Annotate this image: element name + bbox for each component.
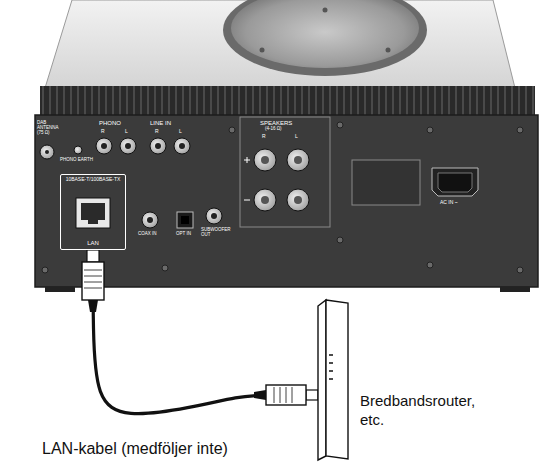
router-label: Bredbandsrouter, etc. — [360, 392, 500, 430]
disk-dot — [260, 48, 265, 53]
screw — [42, 267, 48, 273]
rca-jack — [179, 143, 185, 149]
rca-jack — [96, 138, 222, 228]
lan-jack — [88, 220, 98, 224]
speaker-terminals — [294, 156, 302, 164]
panel-label: (4-16 Ω) — [265, 127, 282, 132]
panel-foot — [45, 287, 75, 292]
lan-plug — [254, 385, 318, 405]
lan-plug — [306, 390, 318, 400]
screw — [337, 122, 343, 128]
antenna-jack — [45, 150, 49, 154]
panel-label: R — [155, 129, 159, 135]
top-disk — [231, 0, 419, 68]
top-disk — [223, 0, 427, 76]
panel-label: SUBWOOFER OUT — [201, 228, 229, 238]
router-outline — [318, 300, 348, 460]
lan-plug — [87, 250, 99, 262]
lan-cable — [93, 250, 318, 414]
lan-plug — [82, 262, 104, 300]
earth-terminal — [74, 146, 82, 154]
disk-dot — [323, 8, 328, 13]
speaker-terminals — [287, 189, 309, 211]
lan-jack — [76, 198, 110, 228]
speaker-terminals — [254, 149, 276, 171]
lan-plug — [84, 270, 102, 288]
panel-label: AC IN ~ — [440, 200, 458, 206]
rca-jack — [96, 138, 112, 154]
speaker-terminals — [244, 157, 250, 200]
router-outline — [326, 300, 348, 459]
screw — [162, 265, 168, 271]
optical-jack — [181, 216, 189, 224]
rca-jack — [155, 143, 161, 149]
speaker-terminals — [287, 149, 309, 171]
ac-inlet — [432, 168, 478, 196]
panel-label: DAB ANTENNA (75 Ω) — [37, 121, 61, 136]
rca-jack — [142, 212, 158, 228]
antenna-jack — [40, 145, 54, 159]
lan-plug — [82, 250, 104, 312]
rca-jack — [211, 213, 217, 219]
lan-jack — [76, 198, 110, 228]
router: Bredbandsrouter, etc. — [318, 300, 348, 460]
rca-jack — [125, 143, 131, 149]
panel-label: R — [262, 134, 266, 140]
panel-label: OPT IN — [176, 232, 191, 237]
panel-label: L — [295, 134, 298, 140]
heat-sink — [40, 86, 535, 118]
screw — [337, 237, 343, 243]
cable-label: LAN-kabel (medföljer inte) — [40, 440, 230, 458]
antenna-jack — [40, 145, 54, 159]
screw — [517, 267, 523, 273]
optical-jack — [177, 212, 193, 228]
earth-terminal — [74, 146, 82, 154]
speaker-terminals — [254, 189, 276, 211]
screw — [427, 127, 433, 133]
router-outline — [329, 355, 333, 379]
panel-label: PHONO EARTH — [60, 158, 93, 163]
screw — [229, 127, 235, 133]
rca-jack — [101, 143, 107, 149]
port-name: LAN — [61, 240, 125, 247]
screw — [42, 122, 523, 273]
ac-inlet — [432, 168, 478, 196]
optical-jack — [177, 212, 193, 228]
speaker-terminals — [294, 196, 302, 204]
panel-label: L — [179, 129, 182, 135]
ac-inlet — [438, 173, 472, 192]
lan-plug — [274, 387, 292, 403]
disk-dot — [386, 48, 391, 53]
rca-jack — [147, 217, 153, 223]
screw — [517, 127, 523, 133]
rca-jack — [120, 138, 136, 154]
panel-label: COAX IN — [138, 232, 157, 237]
lan-plug — [88, 300, 98, 312]
port-spec: 10BASE-T/100BASE-TX — [61, 177, 125, 183]
screw — [427, 262, 433, 268]
panel-label: R — [101, 129, 105, 135]
rca-jack — [150, 138, 166, 154]
panel-label: PHONO — [99, 120, 121, 127]
speaker-terminals — [240, 117, 330, 227]
speaker-terminals — [240, 117, 330, 227]
speaker-terminals — [261, 156, 269, 164]
panel-label: L — [125, 129, 128, 135]
rca-jack — [174, 138, 190, 154]
panel-label: LINE IN — [150, 120, 171, 127]
speaker-terminals — [261, 196, 269, 204]
router-outline — [318, 300, 326, 460]
lan-jack — [81, 203, 105, 220]
lan-plug — [254, 390, 266, 400]
blank-plate — [352, 160, 420, 205]
panel-label: SPEAKERS — [260, 120, 292, 127]
panel-foot — [500, 287, 530, 292]
rear-panel — [35, 115, 538, 287]
rca-jack — [206, 208, 222, 224]
lan-port: 10BASE-T/100BASE-TX LAN — [60, 174, 126, 250]
lan-plug — [266, 385, 306, 405]
